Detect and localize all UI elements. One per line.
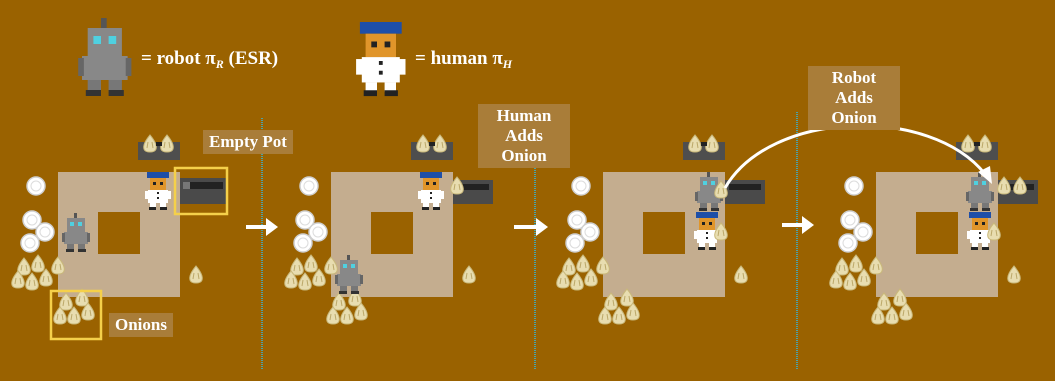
- arrow-right-icon: [246, 218, 278, 236]
- frame-3: [557, 135, 765, 324]
- arrow-right-icon: [514, 218, 548, 236]
- human-adds-onion-label: Human Adds Onion: [478, 104, 570, 168]
- onions-highlight: [49, 289, 103, 341]
- frame-2: [285, 135, 493, 324]
- pot: [180, 178, 226, 204]
- arrow-right-icon: [782, 216, 814, 234]
- legend-human-icon: [356, 22, 406, 97]
- empty-pot-label: Empty Pot: [203, 130, 293, 154]
- legend-robot-icon: [78, 18, 132, 96]
- robot-adds-onion-label: Robot Adds Onion: [808, 66, 900, 130]
- legend-robot-label: = robot πR (ESR): [141, 48, 279, 71]
- legend-human-label: = human πH: [415, 48, 513, 71]
- frame-4: [830, 135, 1038, 324]
- frame-1: [12, 135, 229, 341]
- pot-highlight: [173, 166, 229, 216]
- onions-label: Onions: [109, 313, 173, 337]
